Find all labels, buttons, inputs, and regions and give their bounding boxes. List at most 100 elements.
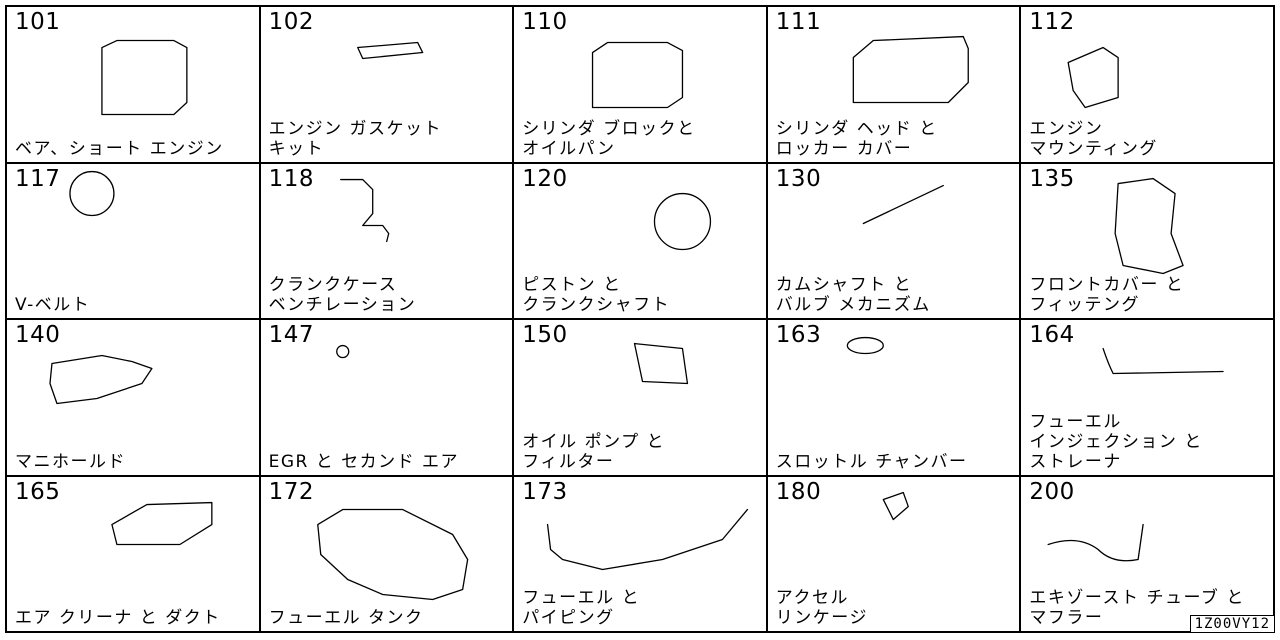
category-label-line: シリンダ ブロックと — [522, 118, 696, 139]
category-number: 140 — [15, 322, 61, 348]
category-number: 135 — [1029, 165, 1075, 192]
category-number: 101 — [15, 9, 61, 35]
category-label-line: V-ベルト — [15, 295, 91, 315]
category-label: クランクケースベンチレーション — [269, 275, 417, 315]
category-label-line: ストレーナ — [1029, 451, 1122, 472]
category-label: オイル ポンプ とフィルター — [522, 432, 665, 472]
category-cell-110[interactable]: 110 シリンダ ブロックとオイルパン — [514, 7, 768, 164]
category-cell-102[interactable]: 102 エンジン ガスケットキット — [260, 7, 515, 164]
category-number: 172 — [268, 478, 314, 505]
crankcase-hose-icon — [339, 178, 389, 242]
category-label-line: オイルパン — [522, 138, 616, 159]
category-label-line: フューエル — [1029, 411, 1122, 432]
category-cell-135[interactable]: 135 フロントカバー とフィッテング — [1021, 163, 1275, 320]
category-label: エア クリーナ と ダクト — [15, 608, 221, 628]
v-belt-icon — [69, 170, 115, 216]
category-number: 130 — [775, 165, 822, 192]
fuel-piping-icon — [547, 508, 749, 570]
category-number: 180 — [775, 478, 822, 505]
category-number: 102 — [268, 9, 314, 35]
front-cover-icon — [1114, 177, 1185, 274]
category-cell-165[interactable]: 165 エア クリーナ と ダクト — [7, 476, 261, 633]
camshaft-valve-icon — [862, 184, 944, 224]
category-label: エキゾースト チューブ とマフラー — [1029, 588, 1244, 628]
category-number: 165 — [15, 478, 61, 505]
category-cell-180[interactable]: 180 アクセルリンケージ — [767, 476, 1022, 633]
manifold-icon — [49, 354, 153, 405]
category-cell-101[interactable]: 101 ベア、ショート エンジン — [7, 7, 261, 164]
category-cell-112[interactable]: 112 エンジンマウンティング — [1021, 7, 1275, 164]
category-label: アクセルリンケージ — [776, 588, 868, 628]
category-label-line: カムシャフト と — [775, 275, 913, 295]
category-label: V-ベルト — [15, 295, 90, 315]
category-label: エンジン ガスケットキット — [269, 119, 442, 159]
gasket-kit-icon — [356, 41, 423, 60]
category-number: 150 — [522, 322, 568, 348]
accelerator-linkage-icon — [882, 491, 909, 520]
category-label: ピストン とクランクシャフト — [522, 275, 670, 315]
cylinder-block-icon — [592, 41, 684, 109]
category-label-line: バルブ メカニズム — [775, 295, 931, 315]
category-label-line: EGR と セカンド エア — [268, 451, 460, 472]
engine-mount-icon — [1067, 46, 1120, 109]
category-number: 118 — [268, 165, 314, 192]
category-label-line: スロットル チャンバー — [775, 451, 968, 472]
category-label: シリンダ ブロックとオイルパン — [522, 119, 695, 159]
category-cell-172[interactable]: 172 フューエル タンク — [260, 476, 515, 633]
category-number: 112 — [1029, 9, 1075, 35]
category-label-line: ベア、ショート エンジン — [15, 138, 224, 159]
category-label-line: マニホールド — [15, 451, 126, 472]
category-label-line: エア クリーナ と ダクト — [15, 608, 221, 628]
parts-category-grid: 101 ベア、ショート エンジン 102 エンジン ガスケットキット 110 シリンダ… — [5, 5, 1275, 633]
category-number: 110 — [522, 9, 568, 35]
category-number: 111 — [775, 9, 822, 35]
category-label: スロットル チャンバー — [776, 452, 968, 472]
category-label-line: ピストン と — [522, 275, 622, 295]
category-cell-120[interactable]: 120 ピストン とクランクシャフト — [514, 163, 768, 320]
oil-pump-filter-icon — [634, 342, 689, 385]
category-number: 164 — [1029, 322, 1075, 348]
category-label: フロントカバー とフィッテング — [1029, 275, 1184, 315]
category-label-line: オイル ポンプ と — [522, 431, 665, 452]
category-cell-164[interactable]: 164 フューエルインジェクション とストレーナ — [1021, 320, 1275, 477]
category-label: ベア、ショート エンジン — [15, 139, 224, 159]
category-label-line: フューエル と — [522, 588, 641, 608]
category-cell-111[interactable]: 111 シリンダ ヘッド とロッカー カバー — [767, 7, 1022, 164]
category-label-line: アクセル — [775, 588, 849, 608]
category-label-line: クランクケース — [268, 275, 398, 295]
category-label-line: エンジン ガスケット — [268, 118, 442, 139]
category-label-line: エキゾースト チューブ と — [1029, 588, 1245, 608]
category-cell-163[interactable]: 163 スロットル チャンバー — [767, 320, 1022, 477]
piston-crankshaft-icon — [654, 192, 712, 250]
category-label-line: フューエル タンク — [268, 608, 424, 628]
category-label-line: リンケージ — [775, 608, 868, 628]
category-cell-118[interactable]: 118 クランクケースベンチレーション — [260, 163, 515, 320]
category-label-line: シリンダ ヘッド と — [775, 118, 938, 139]
category-label-line: フィッテング — [1029, 295, 1141, 315]
category-cell-130[interactable]: 130 カムシャフト とバルブ メカニズム — [767, 163, 1022, 320]
air-cleaner-icon — [111, 501, 213, 545]
exhaust-muffler-icon — [1047, 523, 1145, 561]
egr-valve-icon — [335, 344, 349, 359]
category-label: エンジンマウンティング — [1029, 119, 1157, 159]
category-number: 200 — [1029, 478, 1075, 505]
category-cell-200[interactable]: 200 エキゾースト チューブ とマフラー — [1021, 476, 1275, 633]
category-number: 120 — [522, 165, 568, 192]
category-label-line: ロッカー カバー — [775, 138, 913, 159]
fuel-injection-icon — [1102, 347, 1225, 375]
category-label-line: マフラー — [1029, 608, 1104, 628]
category-cell-140[interactable]: 140 マニホールド — [7, 320, 261, 477]
category-label-line: インジェクション と — [1029, 431, 1203, 452]
category-label-line: ベンチレーション — [268, 295, 417, 315]
category-label: フューエル タンク — [269, 608, 424, 628]
category-label: フューエルインジェクション とストレーナ — [1029, 412, 1202, 472]
category-label-line: キット — [268, 138, 325, 159]
category-label-line: フィルター — [522, 451, 615, 472]
category-label-line: マウンティング — [1029, 138, 1158, 159]
category-number: 163 — [775, 322, 822, 348]
category-cell-150[interactable]: 150 オイル ポンプ とフィルター — [514, 320, 768, 477]
category-label-line: パイピング — [522, 608, 615, 628]
